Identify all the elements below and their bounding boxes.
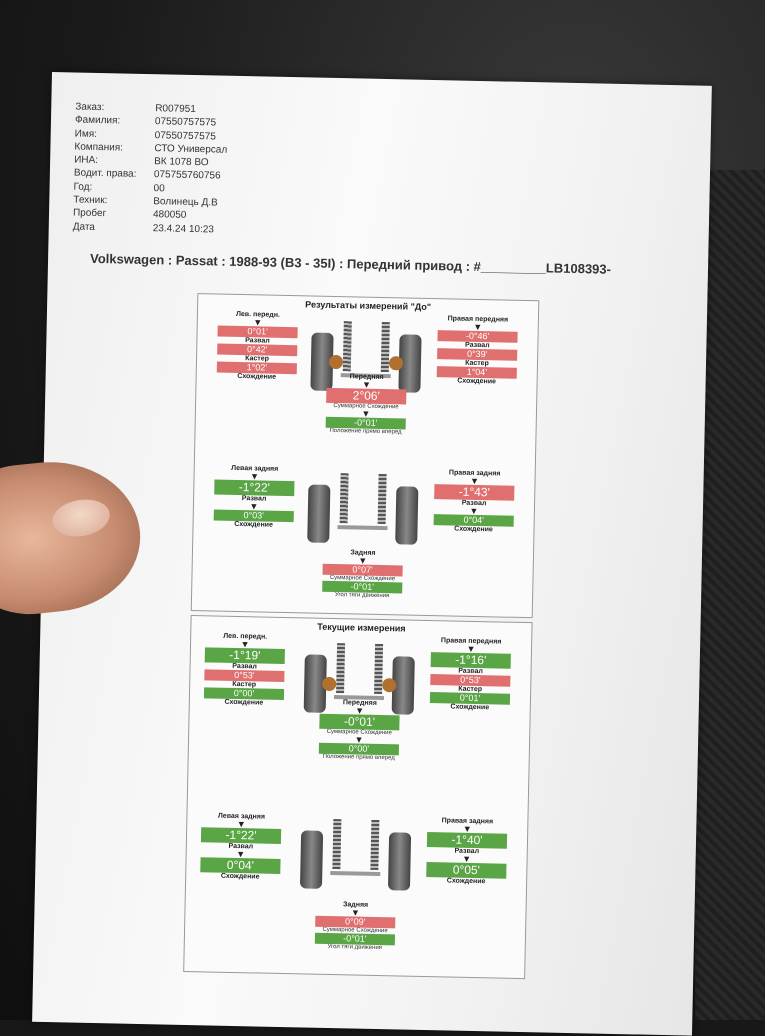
before-rear-total: Задняя ▼ 0°07' Суммарное Схождение -0°01…	[322, 549, 403, 600]
toe-value: 0°04'	[200, 857, 281, 874]
rear-suspension-illustration	[299, 818, 412, 900]
header-row: Дата 23.4.24 10:23	[73, 220, 226, 236]
current-rear-left: Левая задняя ▼ -1°22' Развал ▼ 0°04' Схо…	[200, 812, 282, 881]
toe-value: 0°01'	[429, 692, 511, 705]
camber-value: -1°22'	[214, 479, 295, 497]
total-toe-value: 2°06'	[326, 387, 407, 405]
thrust-value: -0°01'	[322, 580, 403, 594]
before-front-left: Лев. передн. ▼ 0°01' Развал 0°42' Кастер…	[216, 311, 298, 382]
header-value: 23.4.24 10:23	[152, 222, 215, 236]
total-toe-value: 0°09'	[315, 915, 396, 929]
header-value: 00	[153, 182, 165, 195]
before-front-total: Передняя ▼ 2°06' Суммарное Схождение ▼ -…	[325, 373, 407, 436]
header-key: Дата	[72, 221, 96, 233]
before-rear-left: Левая задняя ▼ -1°22' Развал ▼ 0°03' Схо…	[213, 464, 295, 529]
rear-suspension-illustration	[307, 472, 419, 554]
camber-value: -1°40'	[426, 832, 508, 849]
total-toe-value: 0°07'	[322, 563, 403, 577]
header-value: 480050	[152, 209, 187, 222]
camber-value: 0°01'	[217, 325, 298, 339]
before-rear-right: Правая задняя ▼ -1°43' Развал ▼ 0°04' Сх…	[433, 469, 515, 534]
vehicle-line: Volkswagen : Passat : 1988-93 (B3 - 35I)…	[89, 250, 612, 277]
header-value: ВК 1078 ВО	[154, 156, 209, 169]
setback-value: -0°01'	[325, 416, 406, 430]
caster-value: 0°39'	[437, 348, 518, 361]
thrust-value: -0°01'	[314, 932, 396, 946]
caster-value: 0°53'	[204, 669, 285, 682]
camber-value: -0°46'	[437, 330, 518, 343]
toe-value: 0°00'	[203, 687, 285, 700]
toe-value: 1°04'	[436, 366, 517, 379]
toe-value: 1°02'	[216, 361, 297, 375]
caster-value: 0°42'	[217, 343, 298, 357]
before-panel: Результаты измерений "До" Лев. передн. ▼…	[190, 293, 540, 619]
header-value: 07550757575	[154, 116, 217, 129]
current-front-left: Лев. передн. ▼ -1°19' Развал 0°53' Касте…	[203, 632, 286, 707]
current-rear-right: Правая задняя ▼ -1°40' Развал ▼ 0°05' Сх…	[426, 817, 508, 886]
current-front-right: Правая передняя ▼ -1°16' Развал 0°53' Ка…	[429, 637, 512, 712]
toe-value: 0°04'	[433, 514, 514, 527]
header-value: Волинець Д.В	[153, 196, 218, 209]
total-toe-value: -0°01'	[319, 713, 400, 731]
current-panel: Текущие измерения Лев. передн. ▼ -1°19' …	[183, 615, 533, 980]
camber-value: -1°22'	[200, 827, 282, 844]
current-front-total: Передняя ▼ -0°01' Суммарное Схождение ▼ …	[318, 699, 400, 762]
header-value: 075755760756	[153, 169, 221, 183]
header-value: 07550757575	[154, 129, 216, 143]
camber-value: -1°43'	[434, 484, 515, 501]
current-rear-total: Задняя ▼ 0°09' Суммарное Схождение -0°01…	[314, 901, 396, 952]
camber-value: -1°16'	[430, 652, 511, 669]
camber-value: -1°19'	[204, 647, 285, 665]
setback-value: 0°00'	[318, 742, 399, 756]
toe-value: 0°03'	[213, 509, 294, 523]
header-value: R007951	[155, 103, 196, 116]
before-front-right: Правая передняя ▼ -0°46' Развал 0°39' Ка…	[436, 315, 518, 386]
caster-value: 0°53'	[430, 674, 511, 687]
toe-value: 0°05'	[426, 862, 507, 879]
